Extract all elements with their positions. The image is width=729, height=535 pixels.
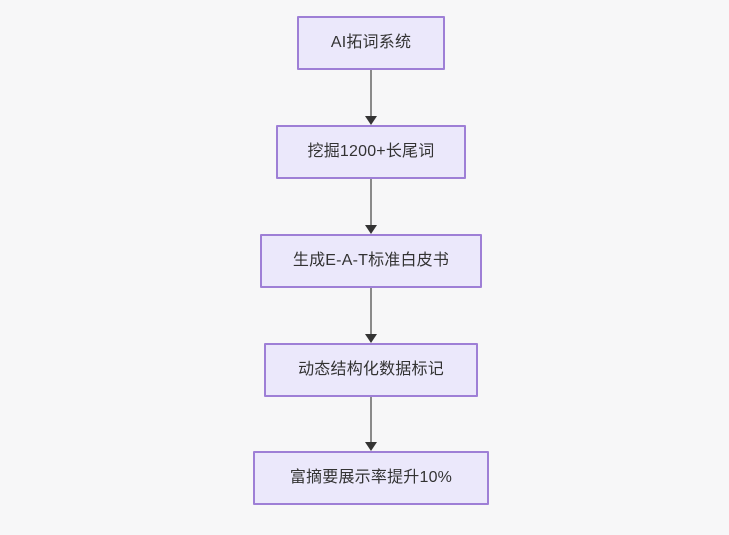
flow-node-label: 生成E-A-T标准白皮书 — [292, 252, 450, 269]
flow-edge-4 — [364, 397, 378, 451]
flow-node-rich-snippet-impression-uplift[interactable]: 富摘要展示率提升10% — [253, 451, 489, 505]
flow-edge-1 — [364, 70, 378, 125]
flow-node-label: 富摘要展示率提升10% — [289, 469, 453, 486]
flow-node-label: 动态结构化数据标记 — [298, 361, 444, 378]
flow-edge-line — [370, 70, 372, 116]
flow-node-dynamic-structured-data-markup[interactable]: 动态结构化数据标记 — [264, 343, 478, 397]
flow-node-ai-keyword-system[interactable]: AI拓词系统 — [297, 16, 445, 70]
flow-edge-line — [370, 179, 372, 225]
flow-node-label: AI拓词系统 — [330, 34, 412, 51]
flow-edge-3 — [364, 288, 378, 343]
flow-edge-2 — [364, 179, 378, 234]
flow-arrowhead-icon — [365, 116, 377, 125]
flow-edge-line — [370, 288, 372, 334]
flow-node-label: 挖掘1200+长尾词 — [307, 143, 435, 160]
flow-arrowhead-icon — [365, 334, 377, 343]
flow-node-generate-eat-whitepaper[interactable]: 生成E-A-T标准白皮书 — [260, 234, 482, 288]
flow-arrowhead-icon — [365, 225, 377, 234]
flow-arrowhead-icon — [365, 442, 377, 451]
flow-node-mine-longtail-keywords[interactable]: 挖掘1200+长尾词 — [276, 125, 466, 179]
flow-edge-line — [370, 397, 372, 442]
